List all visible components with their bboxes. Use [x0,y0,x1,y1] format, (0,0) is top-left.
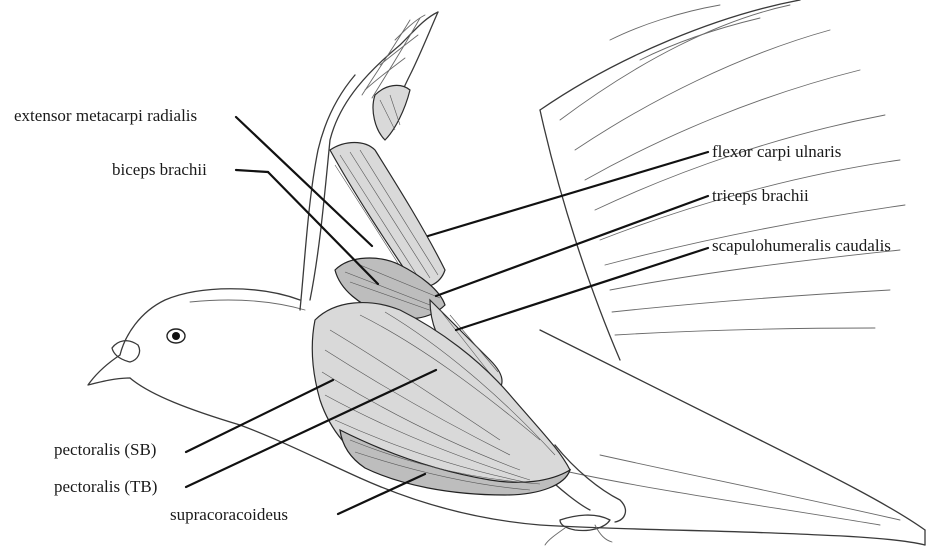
label-extensor-metacarpi-radialis: extensor metacarpi radialis [14,106,197,126]
leader-flexor-carpi-ulnaris [428,152,708,236]
label-pectoralis-sb: pectoralis (SB) [54,440,156,460]
leader-pectoralis-sb [186,380,333,452]
label-scapulohumeralis-caudalis: scapulohumeralis caudalis [712,236,891,256]
label-flexor-carpi-ulnaris: flexor carpi ulnaris [712,142,841,162]
label-pectoralis-tb: pectoralis (TB) [54,477,157,497]
label-biceps-brachii: biceps brachii [112,160,207,180]
leader-supracoracoideus [338,474,425,514]
leader-biceps-brachii [236,170,268,172]
forearm-muscles [330,85,445,286]
far-wing-feathers [540,0,905,360]
label-supracoracoideus: supracoracoideus [170,505,288,525]
label-triceps-brachii: triceps brachii [712,186,809,206]
leader-triceps-brachii [436,196,708,296]
